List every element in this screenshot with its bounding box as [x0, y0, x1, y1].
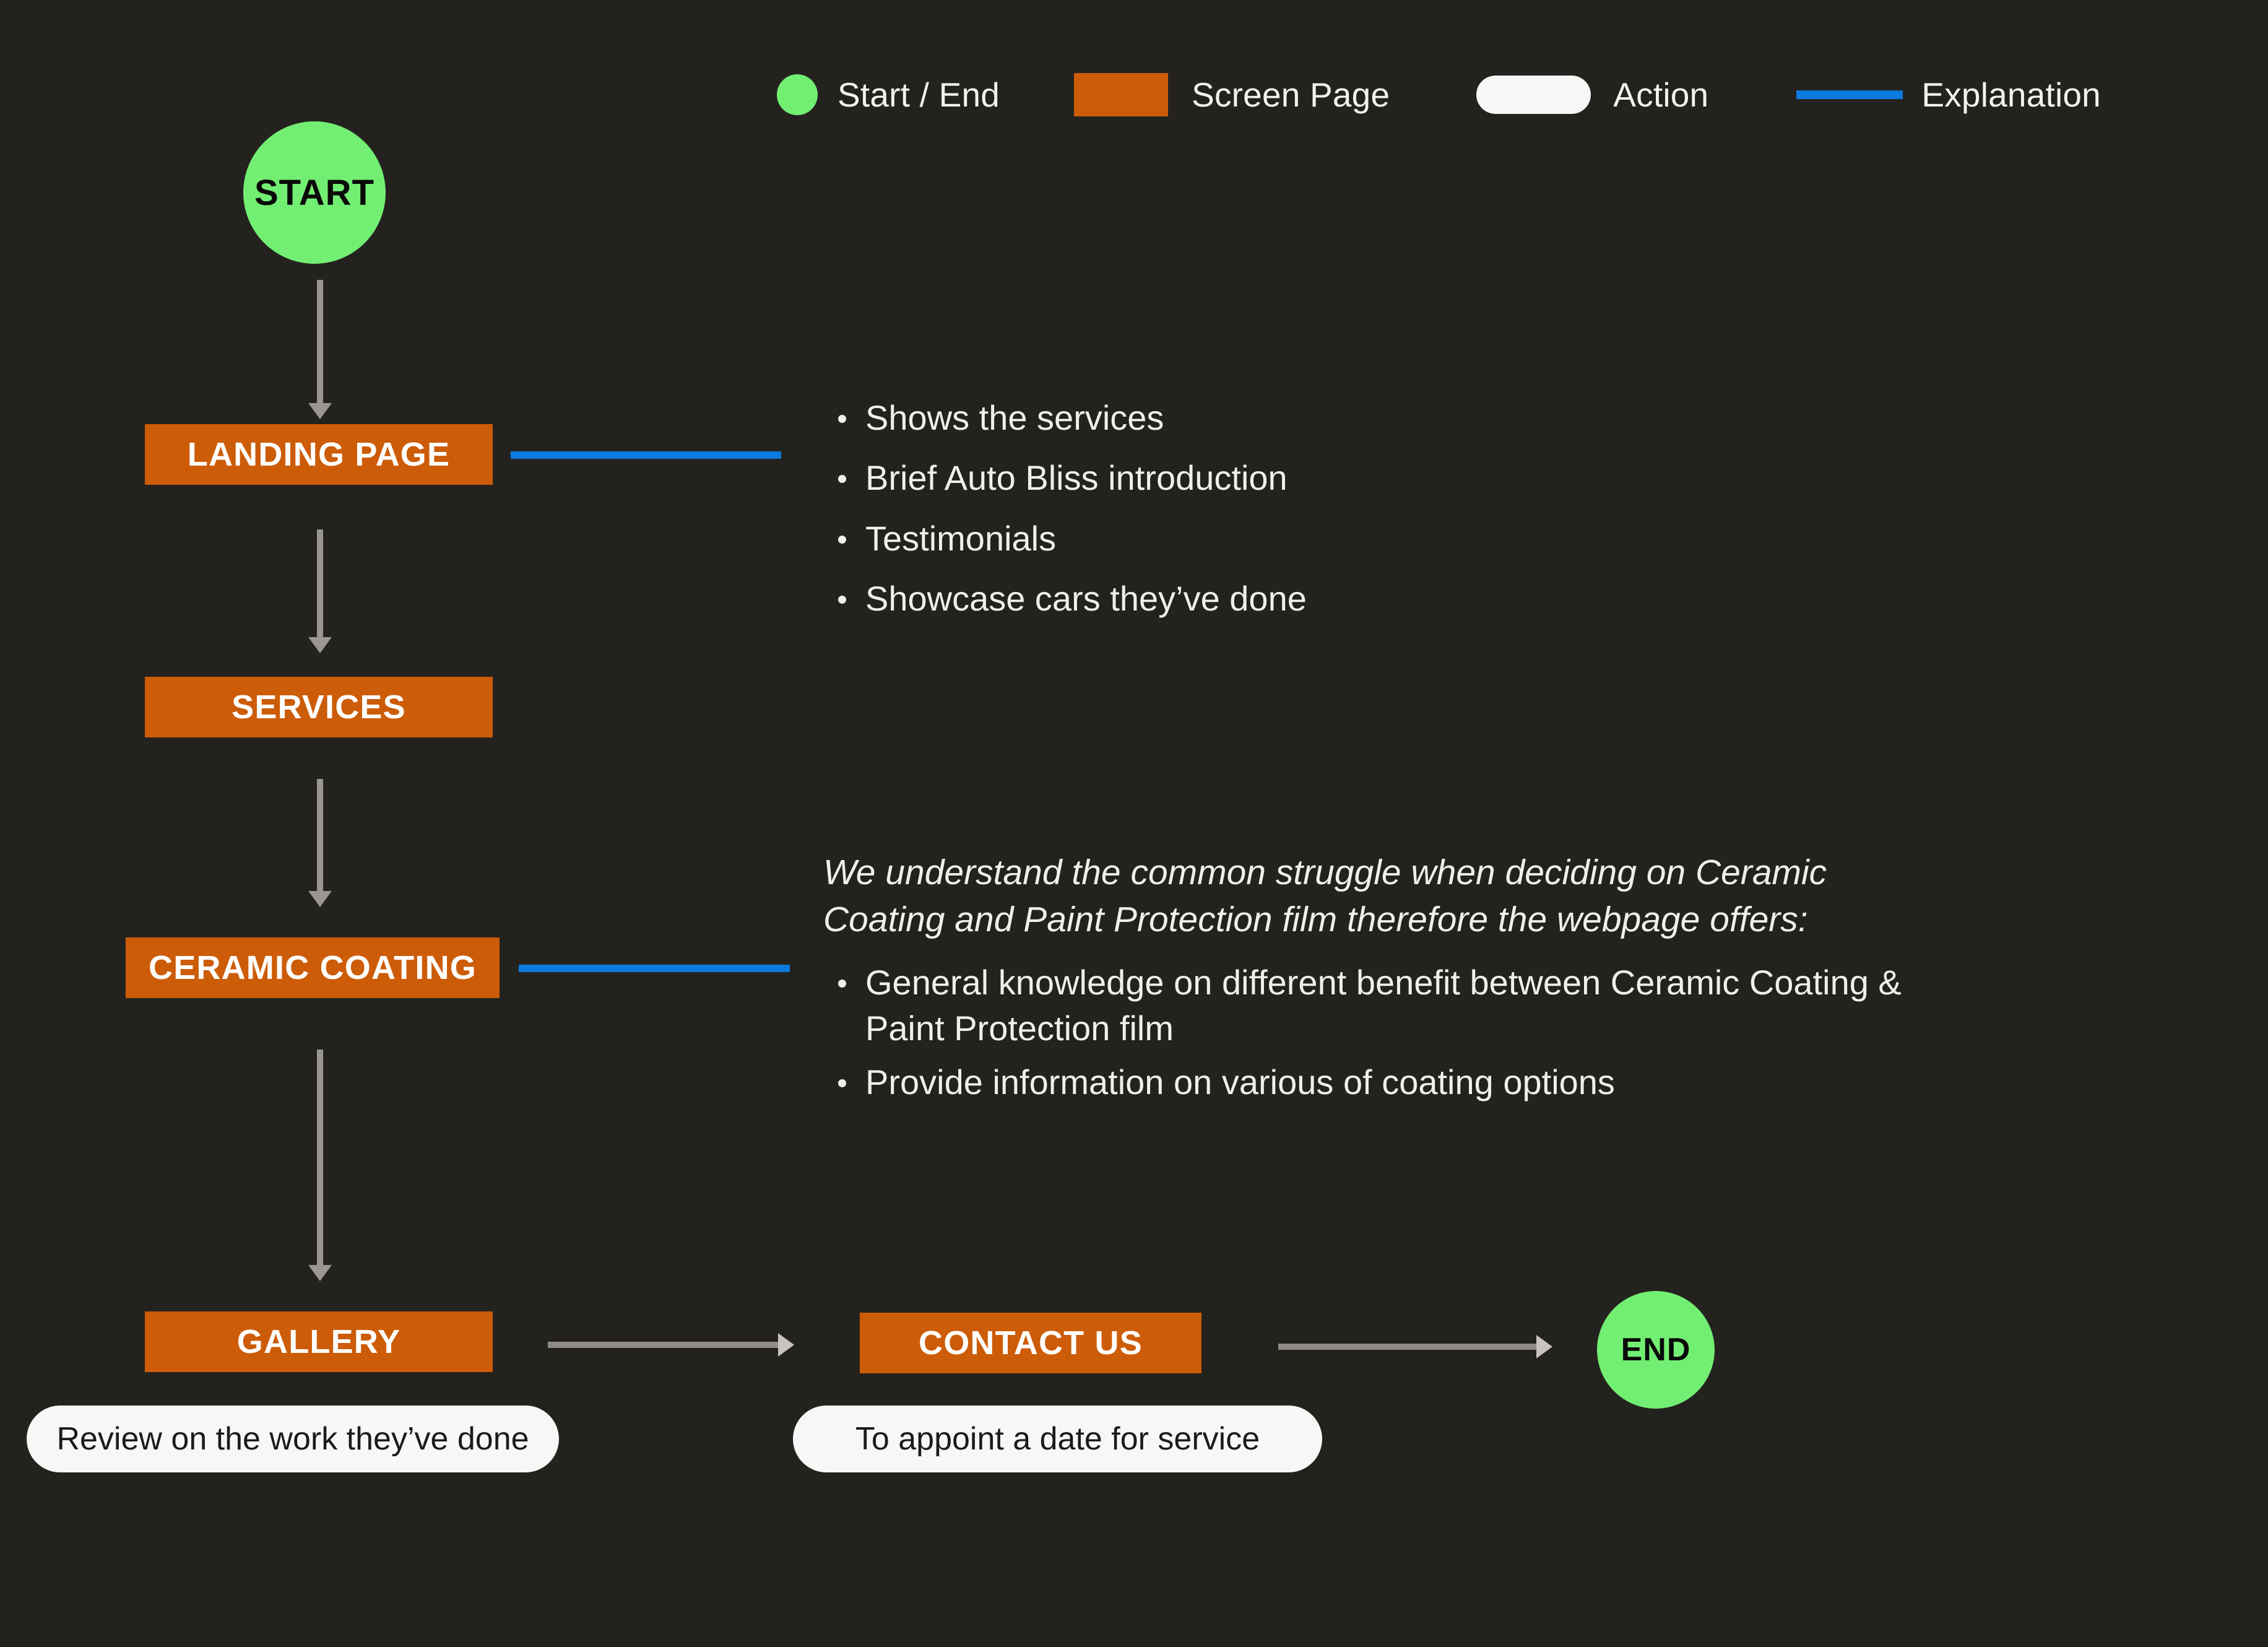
node-services[interactable]: SERVICES	[145, 677, 493, 737]
legend-label-start-end: Start / End	[838, 76, 1000, 114]
legend-item-start-end: Start / End	[777, 74, 1000, 115]
node-landing-page[interactable]: LANDING PAGE	[145, 424, 493, 485]
action-contact-appoint[interactable]: To appoint a date for service	[793, 1406, 1322, 1472]
legend: Start / End Screen Page Action Explanati…	[777, 73, 2101, 116]
list-item: General knowledge on different benefit b…	[823, 960, 1937, 1052]
explanation-connector-landing-page	[511, 451, 781, 459]
legend-label-screen-page: Screen Page	[1192, 76, 1390, 114]
arrow-services-to-ceramic	[317, 779, 323, 897]
legend-item-screen-page: Screen Page	[1074, 73, 1390, 116]
arrow-landing-page-to-services	[317, 529, 323, 643]
legend-item-explanation: Explanation	[1796, 75, 2101, 115]
screen-page-swatch-icon	[1074, 73, 1169, 116]
node-start[interactable]: START	[243, 121, 386, 264]
list-item: Testimonials	[828, 516, 1757, 562]
list-item: Brief Auto Bliss introduction	[828, 455, 1757, 501]
arrow-start-to-landing-page	[317, 280, 323, 409]
start-end-swatch-icon	[777, 74, 818, 115]
node-end[interactable]: END	[1597, 1291, 1715, 1409]
arrow-contact-us-to-end	[1278, 1344, 1541, 1350]
list-item: Shows the services	[828, 395, 1757, 441]
explanation-swatch-icon	[1796, 90, 1903, 99]
legend-label-explanation: Explanation	[1921, 76, 2101, 114]
arrow-ceramic-to-gallery	[317, 1049, 323, 1271]
legend-item-action: Action	[1476, 75, 1708, 115]
explanation-connector-ceramic	[519, 965, 790, 972]
legend-label-action: Action	[1613, 76, 1709, 114]
arrow-gallery-to-contact-us	[548, 1342, 783, 1348]
list-item: Provide information on various of coatin…	[823, 1059, 1937, 1105]
ceramic-coating-lead-text: We understand the common struggle when d…	[823, 853, 1827, 939]
action-swatch-icon	[1476, 76, 1591, 114]
annotation-ceramic-coating: We understand the common struggle when d…	[823, 850, 1937, 1113]
landing-page-bullet-list: Shows the services Brief Auto Bliss intr…	[828, 395, 1757, 622]
ceramic-coating-bullet-list: General knowledge on different benefit b…	[823, 960, 1937, 1105]
node-gallery[interactable]: GALLERY	[145, 1311, 493, 1372]
node-contact-us[interactable]: CONTACT US	[860, 1313, 1201, 1373]
action-gallery-review[interactable]: Review on the work they’ve done	[27, 1406, 559, 1472]
node-ceramic-coating[interactable]: CERAMIC COATING	[126, 937, 500, 998]
list-item: Showcase cars they’ve done	[828, 576, 1757, 622]
annotation-landing-page: Shows the services Brief Auto Bliss intr…	[828, 395, 1757, 637]
